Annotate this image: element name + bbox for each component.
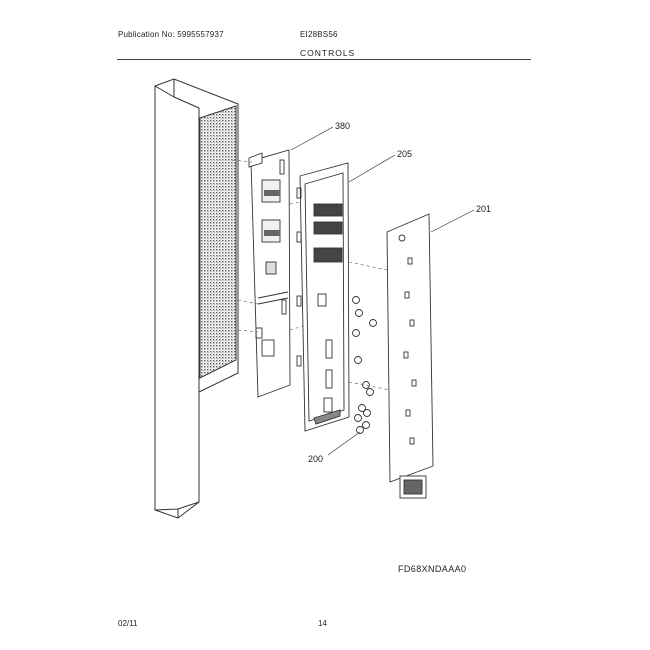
callout-205: 205 [397, 149, 412, 159]
callout-201: 201 [476, 204, 491, 214]
header-rule [117, 59, 531, 60]
control-overlay-201 [386, 213, 434, 499]
section-title: CONTROLS [300, 48, 356, 58]
footer-date: 02/11 [118, 619, 138, 628]
publication-number: Publication No: 5995557937 [118, 30, 224, 39]
control-board-380 [248, 149, 291, 398]
diagram-code: FD68XNDAAA0 [398, 564, 467, 574]
callout-leaders [290, 126, 475, 456]
button-set-200 [352, 296, 377, 434]
explode-guide-lines [231, 159, 391, 391]
control-bezel-205 [296, 162, 350, 432]
callout-200: 200 [308, 454, 323, 464]
callout-380: 380 [335, 121, 350, 131]
grille-mesh [199, 105, 237, 379]
page-number: 14 [318, 619, 327, 628]
model-number: EI28BS56 [300, 30, 338, 39]
